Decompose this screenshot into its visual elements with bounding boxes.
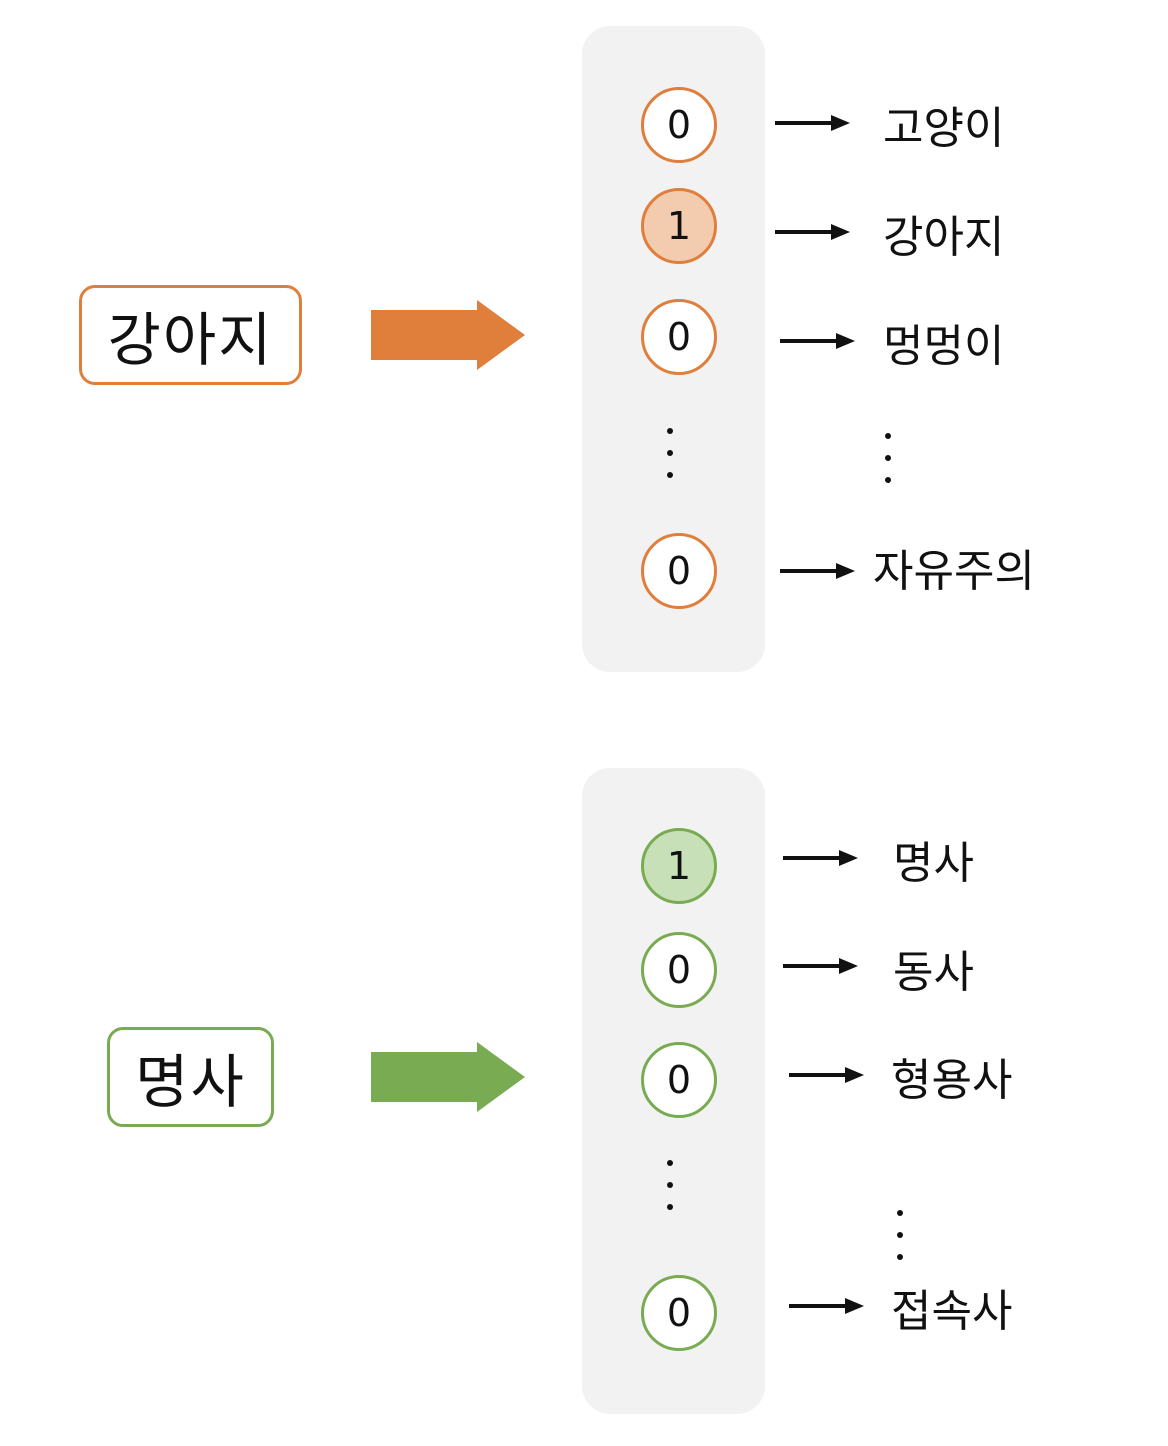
one-hot-example-pos: 명사 1 0 0 0 명사 동사 형용사 접속사 (0, 742, 1168, 1442)
arrow-right-icon (783, 958, 858, 974)
arrow-right-icon (780, 333, 855, 349)
vocab-label: 자유주의 (873, 546, 1035, 597)
arrow-right-icon (775, 115, 850, 131)
arrow-right-icon (789, 1298, 864, 1314)
vector-cell-hot: 1 (641, 188, 717, 264)
label-ellipsis (884, 433, 892, 483)
vocab-label: 강아지 (883, 212, 1005, 263)
vocab-label: 멍멍이 (883, 321, 1005, 372)
label-ellipsis (896, 1210, 904, 1260)
input-word-box: 강아지 (79, 285, 302, 385)
one-hot-example-word: 강아지 0 1 0 0 고양이 강아지 멍멍이 자유주의 (0, 0, 1168, 700)
vector-ellipsis (666, 428, 674, 478)
fat-arrow-green (371, 1042, 525, 1112)
vocab-label: 고양이 (883, 103, 1005, 154)
vector-ellipsis (666, 1160, 674, 1210)
arrow-right-icon (775, 224, 850, 240)
arrow-right-icon (780, 563, 855, 579)
vocab-label: 형용사 (891, 1055, 1013, 1106)
vector-cell: 0 (641, 299, 717, 375)
arrow-right-icon (783, 850, 858, 866)
fat-arrow-orange (371, 300, 525, 370)
vector-cell: 0 (641, 932, 717, 1008)
vector-cell: 0 (641, 1275, 717, 1351)
vector-cell: 0 (641, 533, 717, 609)
vocab-label: 명사 (893, 838, 974, 889)
vocab-label: 동사 (893, 947, 974, 998)
vector-cell-hot: 1 (641, 828, 717, 904)
vector-cell: 0 (641, 87, 717, 163)
vocab-label: 접속사 (891, 1286, 1013, 1337)
arrow-right-icon (789, 1067, 864, 1083)
vector-cell: 0 (641, 1042, 717, 1118)
input-word-box: 명사 (107, 1027, 274, 1127)
